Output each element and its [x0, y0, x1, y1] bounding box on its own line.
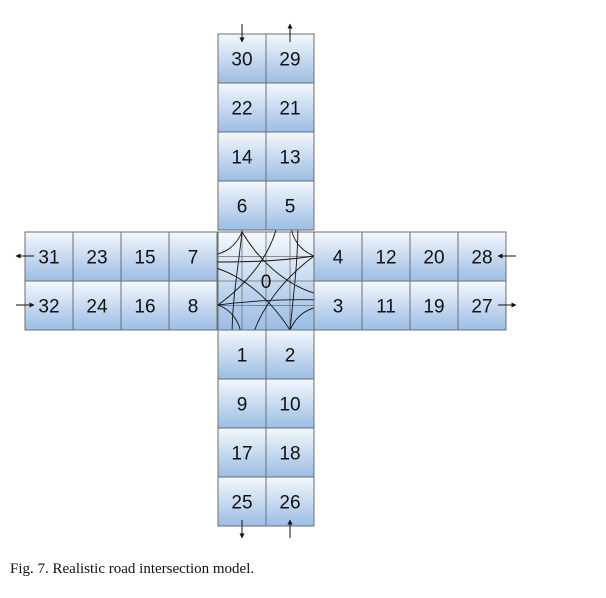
- cell-number: 29: [279, 50, 300, 71]
- cell-number: 32: [38, 297, 59, 318]
- road-cell-3: 3: [313, 280, 363, 331]
- road-cell-26: 26: [265, 476, 315, 527]
- cell-number: 9: [237, 395, 248, 416]
- figure-caption: Fig. 7. Realistic road intersection mode…: [10, 561, 255, 577]
- road-cell-5: 5: [265, 180, 315, 231]
- road-cell-29: 29: [265, 33, 315, 84]
- boundary-arrows: [15, 23, 517, 539]
- cell-number: 26: [279, 493, 300, 514]
- cell-number: 3: [333, 297, 344, 318]
- road-cell-4: 4: [313, 231, 363, 282]
- road-cell-23: 23: [72, 231, 122, 282]
- path-8-to-3: [208, 297, 327, 306]
- cell-number: 12: [375, 248, 396, 269]
- path-4-to-7: [207, 255, 324, 265]
- road-cell-14: 14: [217, 131, 267, 182]
- road-cell-6: 6: [217, 180, 267, 231]
- road-cell-9: 9: [217, 378, 267, 429]
- road-cell-10: 10: [265, 378, 315, 429]
- road-cell-16: 16: [120, 280, 170, 331]
- path-2-to-5: [289, 221, 301, 340]
- road-cell-8: 8: [168, 280, 218, 331]
- road-cell-19: 19: [409, 280, 459, 331]
- cell-number: 6: [237, 197, 248, 218]
- road-cell-20: 20: [409, 231, 459, 282]
- center-grid: [218, 232, 314, 330]
- road-cell-13: 13: [265, 131, 315, 182]
- cell-number: 20: [423, 248, 444, 269]
- cell-number: 23: [86, 248, 107, 269]
- center-label: 0: [261, 272, 272, 293]
- cell-number: 22: [231, 99, 252, 120]
- road-cell-1: 1: [217, 329, 267, 380]
- cell-number: 30: [231, 50, 252, 71]
- cell-number: 1: [237, 346, 248, 367]
- path-2-to-7: [207, 264, 291, 331]
- cell-number: 8: [188, 297, 199, 318]
- path-8-to-5: [217, 221, 280, 306]
- road-cell-22: 22: [217, 82, 267, 133]
- cell-number: 31: [38, 248, 59, 269]
- road-cell-15: 15: [120, 231, 170, 282]
- road-cell-21: 21: [265, 82, 315, 133]
- cell-number: 25: [231, 493, 252, 514]
- road-cell-17: 17: [217, 427, 267, 478]
- road-cell-12: 12: [361, 231, 411, 282]
- road-cell-25: 25: [217, 476, 267, 527]
- cell-number: 4: [333, 248, 344, 269]
- intersection-center: 0: [217, 231, 315, 331]
- cell-number: 15: [134, 248, 155, 269]
- cell-number: 24: [86, 297, 108, 318]
- road-cell-11: 11: [361, 280, 411, 331]
- cell-number: 21: [279, 99, 300, 120]
- cell-number: 11: [376, 297, 396, 318]
- cell-number: 18: [279, 444, 300, 465]
- road-cell-24: 24: [72, 280, 122, 331]
- cell-number: 13: [279, 148, 300, 169]
- cell-number: 17: [231, 444, 252, 465]
- cell-number: 16: [134, 297, 155, 318]
- cell-number: 7: [188, 248, 199, 269]
- path-4-to-1: [250, 255, 315, 339]
- cell-number: 19: [423, 297, 444, 318]
- cell-number: 27: [471, 297, 492, 318]
- cell-number: 5: [285, 197, 296, 218]
- cell-number: 10: [279, 395, 300, 416]
- cell-number: 28: [471, 248, 492, 269]
- road-cell-2: 2: [265, 329, 315, 380]
- cell-number: 2: [285, 346, 296, 367]
- path-6-to-1: [229, 222, 243, 339]
- road-cell-18: 18: [265, 427, 315, 478]
- road-cell-7: 7: [168, 231, 218, 282]
- cell-number: 14: [231, 148, 253, 169]
